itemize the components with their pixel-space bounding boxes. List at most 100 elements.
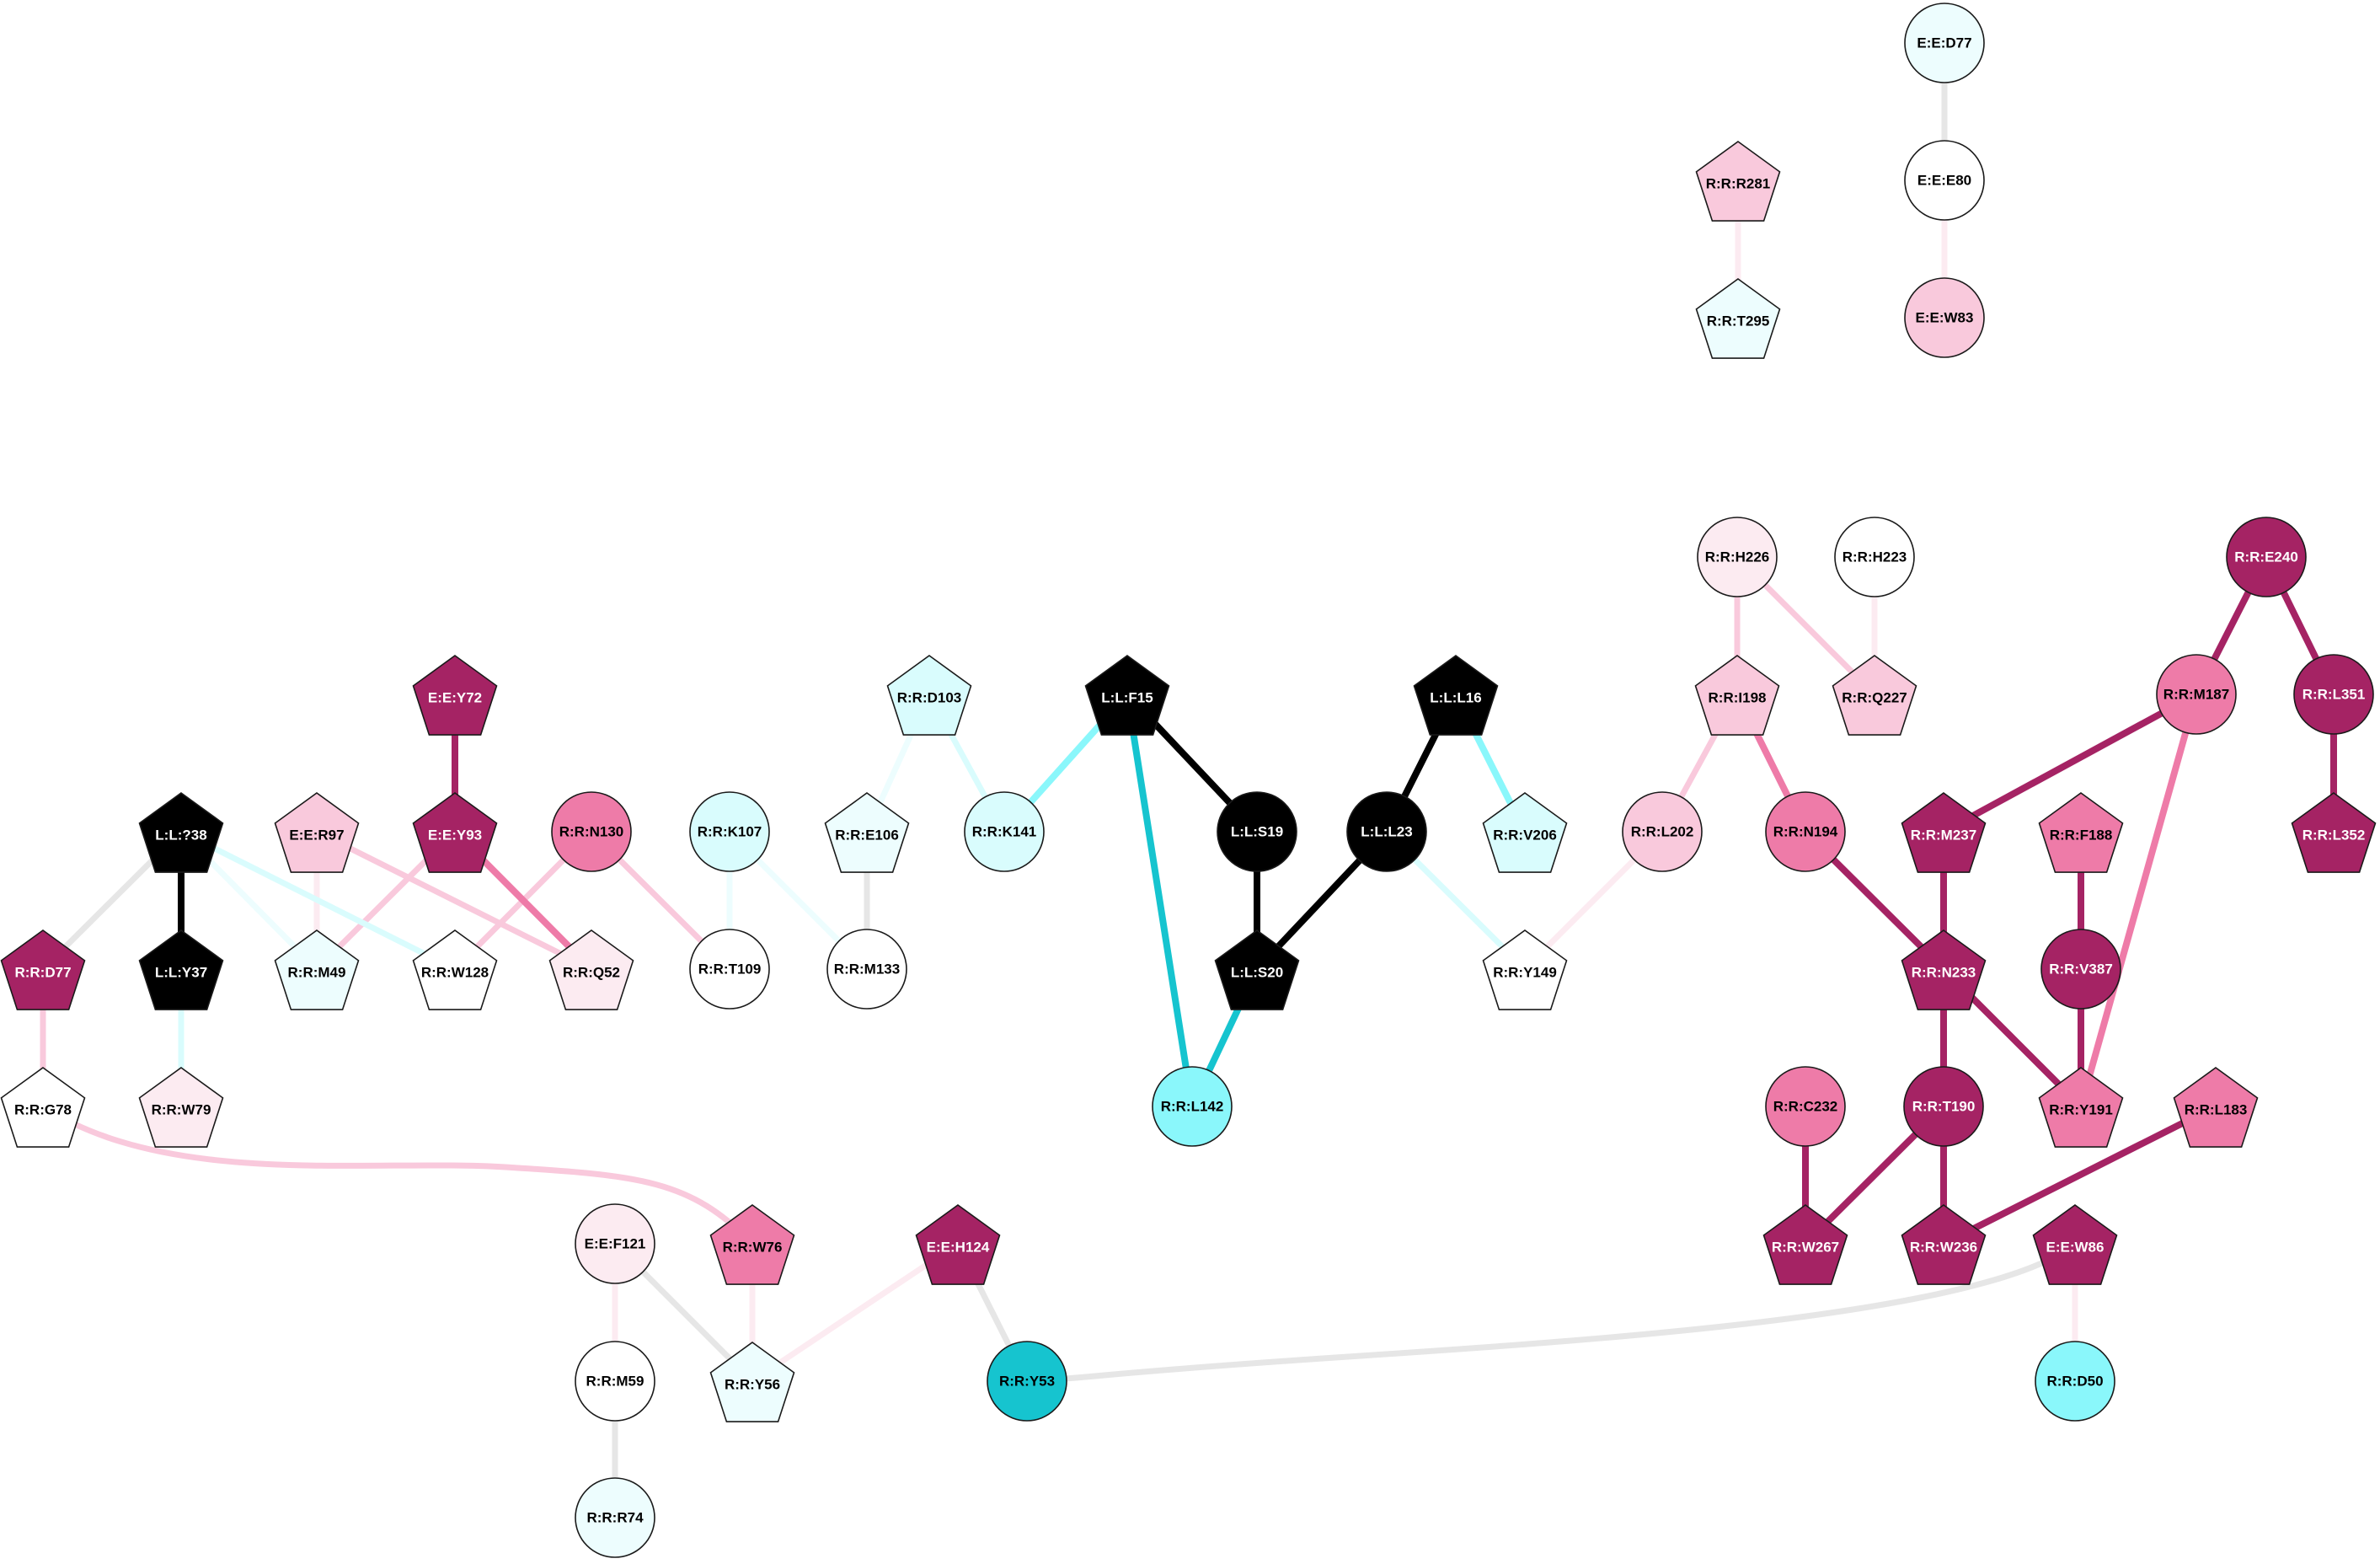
node-pentagon: [1762, 1204, 1848, 1285]
node-label: R:R:D77: [14, 965, 71, 981]
node-e-e-w86[interactable]: E:E:W86: [2032, 1204, 2118, 1285]
node-r-r-d77[interactable]: R:R:D77: [0, 929, 86, 1010]
node-r-r-v206[interactable]: R:R:V206: [1482, 792, 1568, 873]
node-circle: [1217, 791, 1297, 872]
node-label: L:L:L16: [1430, 690, 1481, 706]
node-r-r-q227[interactable]: R:R:Q227: [1832, 655, 1917, 736]
node-r-r-e240[interactable]: R:R:E240: [2226, 517, 2307, 597]
node-r-r-m49[interactable]: R:R:M49: [274, 929, 360, 1010]
node-label: R:R:H226: [1705, 549, 1770, 565]
node-label: R:R:K141: [972, 824, 1037, 840]
node-pentagon: [709, 1342, 795, 1422]
node-r-r-g78[interactable]: R:R:G78: [0, 1067, 86, 1148]
node-l-l-38[interactable]: L:L:?38: [138, 792, 224, 873]
node-r-r-w267[interactable]: R:R:W267: [1762, 1204, 1848, 1285]
node-r-r-y56[interactable]: R:R:Y56: [709, 1342, 795, 1422]
node-circle: [1904, 277, 1985, 358]
node-r-r-w236[interactable]: R:R:W236: [1901, 1204, 1987, 1285]
node-r-r-m237[interactable]: R:R:M237: [1901, 792, 1987, 873]
node-label: R:R:W79: [152, 1102, 211, 1118]
node-l-l-l23[interactable]: L:L:L23: [1346, 791, 1427, 872]
node-r-r-h223[interactable]: R:R:H223: [1834, 517, 1915, 597]
node-label: R:R:N233: [1912, 965, 1976, 981]
node-label: R:R:N194: [1773, 824, 1838, 840]
node-label: R:R:R281: [1706, 176, 1771, 192]
node-label: E:E:D77: [1917, 35, 1971, 51]
node-r-r-h226[interactable]: R:R:H226: [1697, 517, 1778, 597]
node-e-e-e80[interactable]: E:E:E80: [1904, 140, 1985, 221]
node-e-e-h124[interactable]: E:E:H124: [915, 1204, 1001, 1285]
node-l-l-s20[interactable]: L:L:S20: [1214, 929, 1300, 1010]
node-r-r-n130[interactable]: R:R:N130: [551, 791, 632, 872]
node-label: E:E:Y93: [428, 828, 482, 844]
node-r-r-n233[interactable]: R:R:N233: [1901, 929, 1987, 1010]
node-l-l-y37[interactable]: L:L:Y37: [138, 929, 224, 1010]
node-r-r-d50[interactable]: R:R:D50: [2035, 1341, 2115, 1422]
node-pentagon: [824, 792, 910, 873]
node-e-e-d77[interactable]: E:E:D77: [1904, 3, 1985, 83]
node-r-r-r74[interactable]: R:R:R74: [575, 1477, 655, 1558]
node-pentagon: [1901, 929, 1987, 1010]
node-pentagon: [1214, 929, 1300, 1010]
node-r-r-r281[interactable]: R:R:R281: [1695, 141, 1781, 222]
node-pentagon: [274, 792, 360, 873]
node-label: R:R:Y191: [2049, 1102, 2113, 1118]
node-pentagon: [1695, 141, 1781, 222]
node-label: R:R:G78: [14, 1102, 72, 1118]
node-l-l-f15[interactable]: L:L:F15: [1084, 655, 1170, 736]
node-label: E:E:H124: [927, 1240, 990, 1256]
node-circle: [575, 1341, 655, 1422]
node-r-r-d103[interactable]: R:R:D103: [886, 655, 972, 736]
node-circle: [2226, 517, 2307, 597]
node-r-r-w128[interactable]: R:R:W128: [412, 929, 498, 1010]
node-e-e-f121[interactable]: E:E:F121: [575, 1203, 655, 1284]
node-label: R:R:W76: [723, 1240, 783, 1256]
node-r-r-k141[interactable]: R:R:K141: [964, 791, 1045, 872]
node-r-r-c232[interactable]: R:R:C232: [1765, 1066, 1846, 1147]
node-label: R:R:Q52: [563, 965, 620, 981]
node-r-r-e106[interactable]: R:R:E106: [824, 792, 910, 873]
node-r-r-m133[interactable]: R:R:M133: [826, 929, 907, 1010]
node-e-e-r97[interactable]: E:E:R97: [274, 792, 360, 873]
edge-e-e-r97-r-r-q52: [313, 828, 595, 972]
node-e-e-w83[interactable]: E:E:W83: [1904, 277, 1985, 358]
node-r-r-y191[interactable]: R:R:Y191: [2038, 1067, 2124, 1148]
node-r-r-m187[interactable]: R:R:M187: [2156, 654, 2237, 735]
edge-l-l-38-r-r-w128: [178, 828, 458, 972]
node-r-r-t295[interactable]: R:R:T295: [1695, 278, 1781, 359]
node-e-e-y93[interactable]: E:E:Y93: [412, 792, 498, 873]
node-label: R:R:F188: [2050, 828, 2113, 844]
node-r-r-l183[interactable]: R:R:L183: [2173, 1067, 2259, 1148]
node-r-r-y53[interactable]: R:R:Y53: [987, 1341, 1067, 1422]
node-l-l-s19[interactable]: L:L:S19: [1217, 791, 1297, 872]
node-l-l-l16[interactable]: L:L:L16: [1413, 655, 1499, 736]
node-label: E:E:F121: [585, 1236, 646, 1252]
node-label: R:R:M133: [834, 961, 900, 978]
node-label: R:R:D50: [2046, 1374, 2103, 1390]
node-r-r-f188[interactable]: R:R:F188: [2038, 792, 2124, 873]
node-label: R:R:W128: [421, 965, 489, 981]
node-r-r-l142[interactable]: R:R:L142: [1152, 1066, 1233, 1147]
node-pentagon: [2291, 792, 2377, 873]
node-pentagon: [2173, 1067, 2259, 1148]
node-r-r-k107[interactable]: R:R:K107: [689, 791, 770, 872]
node-r-r-t190[interactable]: R:R:T190: [1903, 1066, 1984, 1147]
node-r-r-q52[interactable]: R:R:Q52: [548, 929, 634, 1010]
node-r-r-i198[interactable]: R:R:I198: [1694, 655, 1780, 736]
node-r-r-n194[interactable]: R:R:N194: [1765, 791, 1846, 872]
node-r-r-v387[interactable]: R:R:V387: [2040, 929, 2121, 1010]
node-e-e-y72[interactable]: E:E:Y72: [412, 655, 498, 736]
node-r-r-m59[interactable]: R:R:M59: [575, 1341, 655, 1422]
node-pentagon: [412, 929, 498, 1010]
node-label: R:R:D103: [897, 690, 962, 706]
node-r-r-l202[interactable]: R:R:L202: [1622, 791, 1703, 872]
node-r-r-w76[interactable]: R:R:W76: [709, 1204, 795, 1285]
node-r-r-y149[interactable]: R:R:Y149: [1482, 929, 1568, 1010]
node-r-r-l352[interactable]: R:R:L352: [2291, 792, 2377, 873]
node-r-r-l351[interactable]: R:R:L351: [2293, 654, 2374, 735]
node-pentagon: [1695, 278, 1781, 359]
node-r-r-t109[interactable]: R:R:T109: [689, 929, 770, 1010]
node-label: R:R:V206: [1493, 828, 1557, 844]
node-r-r-w79[interactable]: R:R:W79: [138, 1067, 224, 1148]
edge-e-e-h124-r-r-y56: [749, 1240, 961, 1385]
